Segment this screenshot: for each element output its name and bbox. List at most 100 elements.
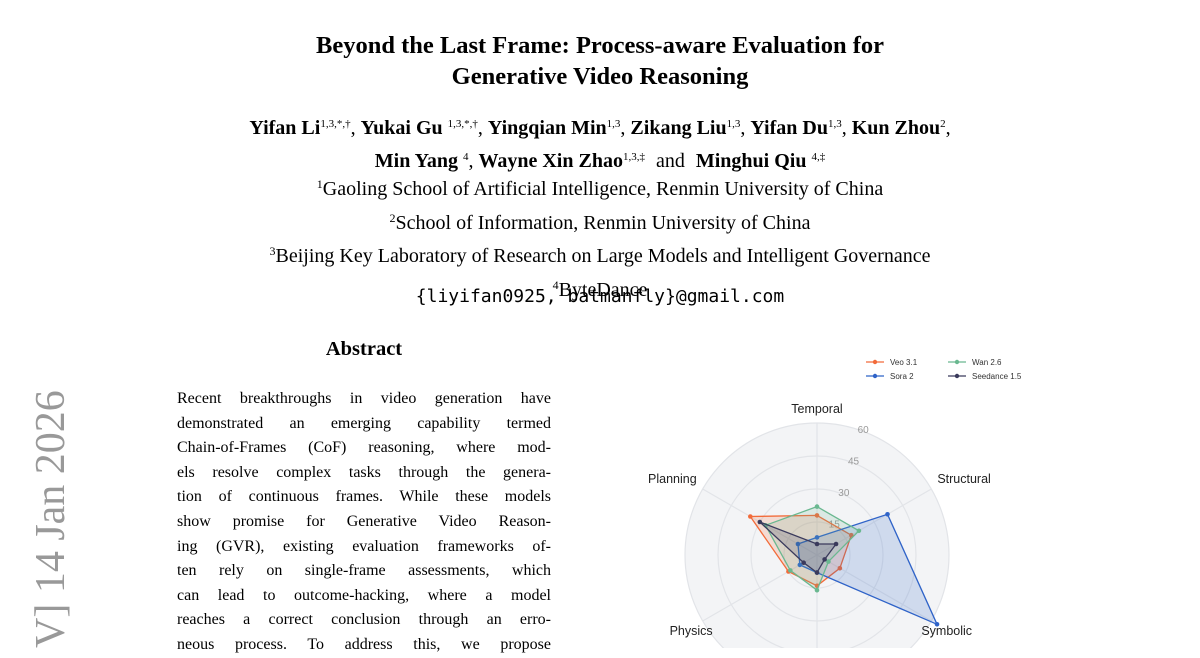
radar-data-point — [814, 587, 820, 593]
abstract-line: els resolve complex tasks through the ge… — [177, 463, 551, 481]
affiliation-text: School of Information, Renmin University… — [395, 211, 811, 234]
radar-axis-label: Structural — [937, 472, 991, 486]
title-line-1: Beyond the Last Frame: Process-aware Eva… — [316, 32, 884, 59]
affiliation-sup: 4 — [552, 277, 559, 292]
radar-axis-label: Physics — [670, 624, 713, 638]
legend-marker — [954, 373, 960, 379]
author-name: Yifan Du — [750, 117, 828, 139]
abstract-line: neous process. To address this, we propo… — [177, 635, 551, 653]
radar-data-point — [814, 535, 820, 540]
radar-data-point — [801, 560, 806, 565]
legend-label: Wan 2.6 — [972, 358, 1002, 367]
author-sup: 1,3,‡ — [622, 151, 645, 163]
radar-data-point — [848, 532, 854, 538]
affiliation: 4ByteDance — [0, 271, 1200, 305]
radar-data-point — [826, 559, 831, 564]
radar-data-point — [757, 519, 763, 525]
author-sup: 1,3 — [606, 118, 621, 130]
paper-title: Beyond the Last Frame: Process-aware Eva… — [0, 30, 1200, 92]
legend-marker — [872, 373, 878, 379]
radar-data-point — [788, 568, 793, 573]
author-name: Kun Zhou — [851, 117, 941, 139]
affiliation-sup: 1 — [316, 177, 323, 191]
radar-data-point — [814, 504, 820, 509]
radar-data-point — [837, 565, 843, 571]
arxiv-stamp: V] 14 Jan 2026 — [28, 390, 74, 648]
radar-axis-label: Symbolic — [921, 624, 972, 638]
author-name: Min Yang — [374, 150, 458, 172]
radar-axis-label: Planning — [648, 472, 697, 486]
radar-series-group — [763, 504, 862, 593]
author-name: Yingqian Min — [487, 117, 607, 139]
affiliation: 3Beijing Key Laboratory of Research on L… — [0, 237, 1200, 271]
affiliation: 1Gaoling School of Artificial Intelligen… — [0, 170, 1200, 204]
and-word: and — [655, 150, 685, 172]
radar-data-point — [833, 541, 839, 547]
radar-data-point — [856, 528, 862, 534]
abstract-line: tion of continuous frames. While these m… — [177, 488, 551, 506]
abstract-line: can lead to outcome-hacking, where a mod… — [177, 586, 551, 604]
author-sup: 1,3 — [827, 118, 842, 130]
radar-data-point — [814, 570, 820, 575]
author-line-1: Yifan Li1,3,*,†, Yukai Gu 1,3,*,†, Yingq… — [249, 117, 951, 139]
affiliation-sup: 2 — [389, 210, 396, 225]
abstract-heading: Abstract — [325, 338, 403, 360]
radar-series-group — [757, 519, 839, 575]
abstract-line: Recent breakthroughs in video generation… — [177, 390, 551, 407]
radar-tick-label: 45 — [848, 456, 860, 467]
radar-data-point — [934, 622, 940, 627]
radar-data-point — [797, 562, 803, 568]
radar-spoke — [816, 554, 932, 622]
abstract-line: ing (GVR), existing evaluation framework… — [177, 537, 551, 555]
legend-item: Wan 2.6 — [948, 358, 1002, 367]
abstract-line: show promise for Generative Video Reason… — [177, 512, 551, 530]
author-sup: 4 — [462, 151, 469, 163]
author-sup: 1,3,*,† — [447, 118, 478, 130]
radar-tick-label: 60 — [858, 425, 870, 436]
radar-axis-label: Temporal — [791, 402, 842, 416]
author-name: Yifan Li — [249, 117, 321, 139]
contact-email: {liyifan0925, batmanfly}@gmail.com — [415, 286, 785, 307]
legend-marker — [954, 359, 960, 365]
author-name: Zikang Liu — [630, 117, 727, 139]
affiliation-sup: 3 — [269, 244, 276, 258]
author-name: Yukai Gu — [360, 117, 443, 139]
author-sup: 1,3,*,† — [320, 118, 351, 130]
affiliation-text: Beijing Key Laboratory of Research on La… — [275, 245, 931, 267]
legend-item: Sora 2 — [866, 372, 914, 381]
affiliation-text: ByteDance — [558, 278, 648, 301]
legend-label: Veo 3.1 — [890, 358, 918, 367]
radar-series — [748, 504, 940, 627]
legend-label: Sora 2 — [890, 372, 914, 381]
affiliation-list: 1Gaoling School of Artificial Intelligen… — [0, 170, 1200, 304]
radar-data-point — [748, 514, 753, 519]
abstract-line: demonstrated an emerging capability term… — [177, 414, 551, 432]
radar-data-point — [885, 512, 890, 517]
author-sup: 4,‡ — [811, 151, 826, 163]
radar-data-point — [814, 513, 820, 518]
legend-label: Seedance 1.5 — [972, 372, 1022, 381]
abstract-body: Recent breakthroughs in video generation… — [177, 387, 551, 658]
title-line-2: Generative Video Reasoning — [451, 63, 749, 90]
radar-data-point — [814, 541, 820, 547]
author-line-2: Min Yang 4, Wayne Xin Zhao1,3,‡ and Ming… — [374, 150, 826, 172]
affiliation: 2School of Information, Renmin Universit… — [0, 204, 1200, 238]
abstract-line: Chain-of-Frames (CoF) reasoning, where m… — [177, 439, 551, 457]
abstract-line: ten rely on single-frame assessments, wh… — [177, 562, 551, 580]
author-sup: 1,3 — [726, 118, 741, 130]
legend-item: Veo 3.1 — [866, 358, 918, 367]
author-list: Yifan Li1,3,*,†, Yukai Gu 1,3,*,†, Yingq… — [0, 110, 1200, 176]
author-name: Wayne Xin Zhao — [478, 150, 623, 172]
author-sup: 2 — [940, 118, 946, 130]
author-name: Minghui Qiu — [695, 150, 807, 172]
affiliation-text: Gaoling School of Artificial Intelligenc… — [322, 178, 884, 200]
legend-marker — [872, 359, 878, 365]
abstract-line: reaches a correct conclusion through an … — [177, 611, 551, 629]
radar-data-point — [822, 557, 827, 562]
radar-tick-label: 30 — [838, 488, 850, 499]
radar-data-point — [795, 541, 801, 547]
legend-item: Seedance 1.5 — [948, 372, 1022, 381]
